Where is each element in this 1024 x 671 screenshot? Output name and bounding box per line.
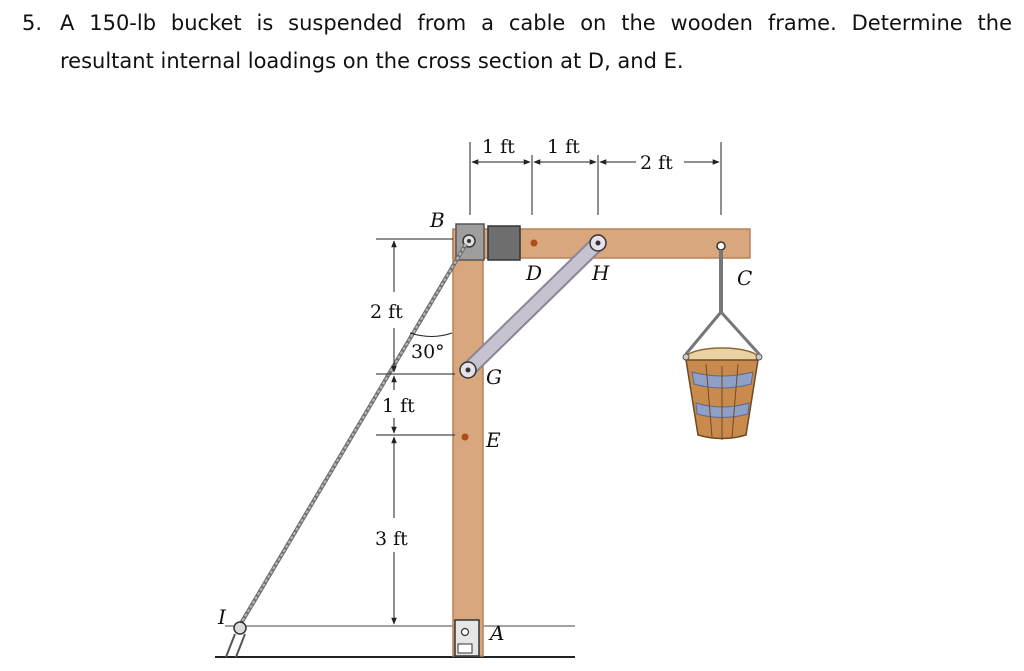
- problem-line-1: 5. A 150-lb bucket is suspended from a ca…: [22, 4, 1012, 42]
- pin-g-center: [465, 367, 471, 373]
- bail-right: [719, 310, 761, 356]
- hook-c: [716, 241, 726, 251]
- vertical-post: [452, 229, 484, 657]
- base-plate-a: [457, 643, 473, 654]
- problem-number: 5.: [22, 11, 43, 35]
- dim-left-2: 1 ft: [382, 395, 415, 417]
- label-h: H: [591, 261, 610, 285]
- cable-bi-face: [239, 243, 467, 626]
- anchor-i: [233, 621, 247, 635]
- beam-block: [487, 225, 521, 261]
- pin-b-center: [467, 239, 471, 243]
- label-e: E: [485, 428, 501, 452]
- brace-gh-face: [462, 237, 604, 376]
- problem-text-1: A 150-lb bucket is suspended from a cabl…: [60, 11, 1012, 35]
- label-g: G: [486, 365, 502, 389]
- dim-left-1: 2 ft: [370, 301, 403, 323]
- point-d-marker: [530, 239, 538, 247]
- angle-label: 30°: [411, 341, 445, 363]
- anchor-i-strut-1: [225, 633, 236, 658]
- label-c: C: [737, 266, 752, 290]
- label-b: B: [429, 208, 445, 232]
- anchor-i-strut-2: [235, 633, 246, 658]
- pin-a: [460, 627, 470, 637]
- dim-top-1: 1 ft: [482, 136, 515, 158]
- dim-left-3: 3 ft: [375, 528, 408, 550]
- point-e-marker: [461, 433, 469, 441]
- problem-line-2: resultant internal loadings on the cross…: [60, 49, 684, 73]
- label-d: D: [525, 261, 542, 285]
- dim-top-3: 2 ft: [640, 152, 673, 174]
- pin-h-center: [595, 240, 601, 246]
- top-dimensions: [469, 142, 722, 215]
- bucket: [682, 347, 763, 440]
- label-a: A: [488, 621, 504, 645]
- dim-top-2: 1 ft: [547, 136, 580, 158]
- left-dimensions: [376, 238, 455, 625]
- label-i: I: [217, 605, 227, 629]
- problem-statement: 5. A 150-lb bucket is suspended from a ca…: [22, 4, 1012, 80]
- bail-left: [684, 311, 723, 355]
